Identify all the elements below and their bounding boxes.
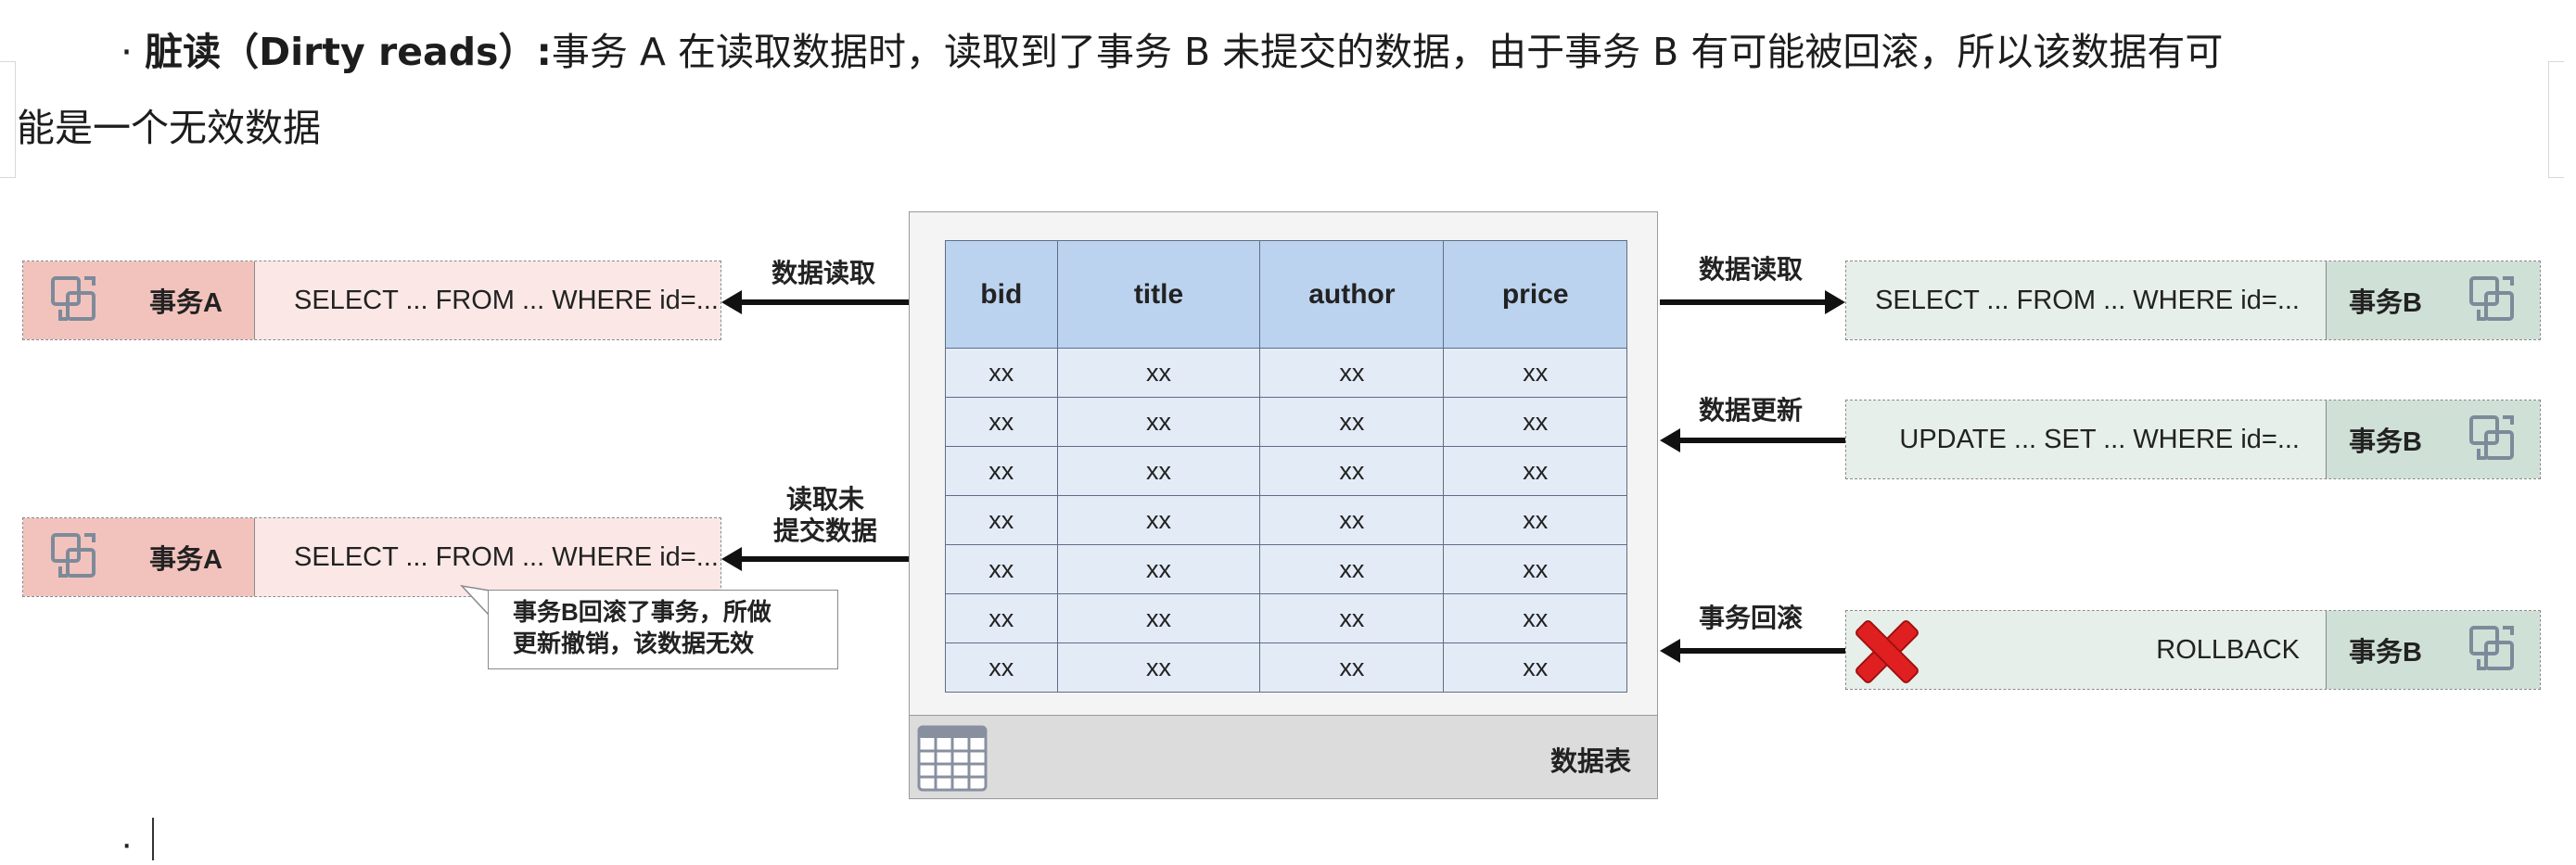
table-cell-author: xx [1259,348,1445,398]
header-bid: bid [945,240,1058,349]
table-cell-bid: xx [945,544,1058,594]
table-cell-title: xx [1056,348,1261,398]
transaction-a-label-2: 事务A [127,518,255,596]
crop-mark-right [2548,61,2564,178]
table-cell-bid: xx [945,495,1058,545]
arrow-uncommitted-to-a [721,547,909,571]
table-cell-price: xx [1443,593,1627,643]
transaction-icon [2469,626,2514,670]
red-x-icon [1855,620,1919,683]
transaction-b-icon-cell-2 [2447,401,2540,478]
transaction-b-icon-cell-3 [2447,611,2540,689]
paragraph-text-1: 事务 A 在读取数据时，读取到了事务 B 未提交的数据，由于事务 B 有可能被回… [551,30,2224,74]
table-cell-price: xx [1443,348,1627,398]
arrow-read-to-b [1660,290,1845,314]
transaction-a-box-2: 事务A SELECT ... FROM ... WHERE id=... [22,517,721,597]
transaction-a-icon-cell [23,261,127,339]
transaction-a-label: 事务A [127,261,255,339]
table-grid-icon [917,725,988,792]
header-price: price [1443,240,1627,349]
arrow-label-rollback: 事务回滚 [1698,604,1803,632]
arrow-rollback-from-b [1660,639,1845,663]
transaction-b-label: 事务B [2327,261,2447,339]
rollback-callout: 事务B回滚了事务，所做 更新撤销，该数据无效 [488,590,838,669]
transaction-b-rollback-sql: ROLLBACK [1846,611,2327,689]
table-cell-bid: xx [945,446,1058,496]
term-dirty-reads: 脏读（Dirty reads）: [145,30,552,74]
table-cell-title: xx [1056,495,1261,545]
arrow-label-update: 数据更新 [1698,396,1803,425]
table-cell-author: xx [1259,642,1445,693]
table-cell-title: xx [1056,593,1261,643]
transaction-b-sql: SELECT ... FROM ... WHERE id=... [1846,261,2327,339]
header-title: title [1056,240,1261,349]
transaction-icon [2469,415,2514,460]
table-cell-author: xx [1259,397,1445,447]
table-cell-author: xx [1259,593,1445,643]
transaction-b-box-1: SELECT ... FROM ... WHERE id=... 事务B [1845,261,2541,340]
table-cell-title: xx [1056,642,1261,693]
table-cell-author: xx [1259,544,1445,594]
transaction-b-label-3: 事务B [2327,611,2447,689]
table-cell-bid: xx [945,348,1058,398]
table-cell-bid: xx [945,397,1058,447]
crop-mark-left [0,61,16,178]
table-cell-price: xx [1443,495,1627,545]
table-cell-price: xx [1443,642,1627,693]
table-header-row: bid title author price [945,240,1627,349]
arrow-label-uncommitted: 读取未 提交数据 [760,484,890,547]
transaction-a-sql: SELECT ... FROM ... WHERE id=... [255,261,721,339]
arrow-label-read-right: 数据读取 [1698,255,1803,284]
transaction-icon [51,533,96,578]
table-cell-price: xx [1443,446,1627,496]
transaction-a-icon-cell-2 [23,518,127,596]
transaction-b-sql-2: UPDATE ... SET ... WHERE id=... [1846,401,2327,478]
header-author: author [1259,240,1445,349]
bullet: · [121,30,134,74]
transaction-a-sql-2: SELECT ... FROM ... WHERE id=... [255,518,721,596]
table-cell-bid: xx [945,642,1058,693]
table-cell-author: xx [1259,446,1445,496]
table-cell-author: xx [1259,495,1445,545]
transaction-icon [51,276,96,321]
arrow-label-uncommitted-line1: 读取未 [785,485,864,514]
arrow-read-to-a [721,290,909,314]
arrow-label-read-left: 数据读取 [771,259,875,287]
callout-line-2: 更新撤销，该数据无效 [513,630,755,657]
paragraph-line-1: · 脏读（Dirty reads）:事务 A 在读取数据时，读取到了事务 B 未… [121,20,2223,76]
bottom-bullet: · [121,823,134,864]
table-cell-title: xx [1056,446,1261,496]
transaction-b-icon-cell [2447,261,2540,339]
text-cursor [152,818,154,860]
transaction-icon [2469,276,2514,321]
transaction-a-box-1: 事务A SELECT ... FROM ... WHERE id=... [22,261,721,340]
table-cell-title: xx [1056,397,1261,447]
table-cell-title: xx [1056,544,1261,594]
paragraph-line-2: 能是一个无效数据 [17,106,321,150]
table-cell-bid: xx [945,593,1058,643]
transaction-b-box-2: UPDATE ... SET ... WHERE id=... 事务B [1845,400,2541,479]
transaction-b-box-3: ROLLBACK 事务B [1845,610,2541,690]
table-cell-price: xx [1443,544,1627,594]
table-footer-label: 数据表 [1549,747,1631,777]
arrow-update-from-b [1660,428,1845,452]
table-cell-price: xx [1443,397,1627,447]
callout-line-1: 事务B回滚了事务，所做 [513,598,772,626]
arrow-label-uncommitted-line2: 提交数据 [772,516,877,545]
table-footer: 数据表 [910,715,1657,798]
transaction-b-label-2: 事务B [2327,401,2447,478]
